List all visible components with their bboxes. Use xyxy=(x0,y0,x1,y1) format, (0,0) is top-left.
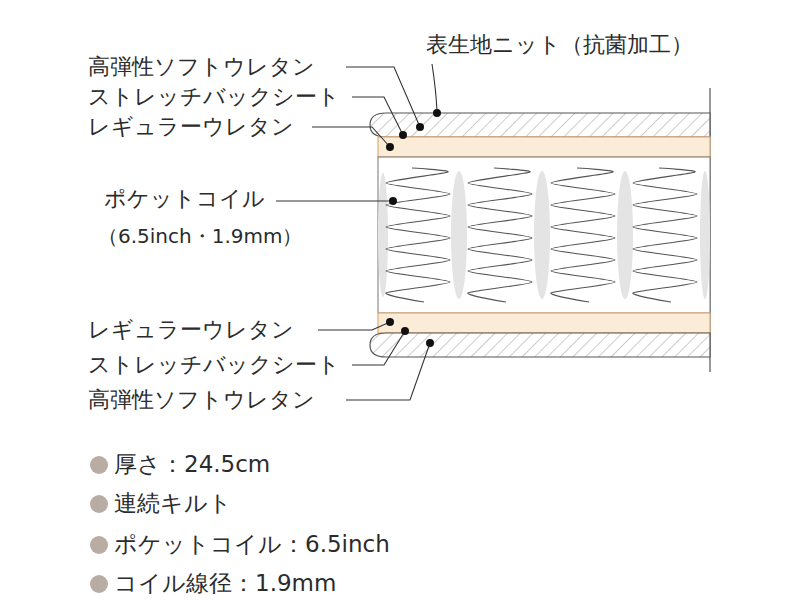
coil-spring xyxy=(386,168,450,302)
coil-spring xyxy=(468,168,532,302)
layer-label: ストレッチバックシート xyxy=(88,84,340,110)
spec-item: ポケットコイル：6.5inch xyxy=(114,531,390,559)
top-cover-layer xyxy=(370,113,710,137)
coil-layer xyxy=(378,157,710,313)
layer-label: レギュラーウレタン xyxy=(88,317,294,343)
cover-label: 表生地ニット（抗菌加工） xyxy=(426,32,693,58)
spec-item: コイル線径：1.9mm xyxy=(114,570,336,598)
coil-label: ポケットコイル xyxy=(104,186,265,212)
layer-label: レギュラーウレタン xyxy=(88,114,294,140)
layer-label: 高弾性ソフトウレタン xyxy=(88,387,315,413)
leader-dots xyxy=(386,109,441,347)
bottom-urethane-layer xyxy=(378,313,710,333)
top-urethane-layer xyxy=(378,137,710,157)
coil-spring xyxy=(551,168,615,302)
coil-spring xyxy=(633,168,697,302)
spec-item: 厚さ：24.5cm xyxy=(114,451,270,479)
pocket-coils xyxy=(386,168,697,302)
spec-item: 連続キルト xyxy=(114,490,232,518)
layer-label: ストレッチバックシート xyxy=(88,352,340,378)
layer-label: 高弾性ソフトウレタン xyxy=(88,54,315,80)
coil-spec-label: （6.5inch・1.9mm） xyxy=(98,224,302,248)
bottom-cover-layer xyxy=(370,333,710,357)
bullet-dots xyxy=(90,456,108,593)
